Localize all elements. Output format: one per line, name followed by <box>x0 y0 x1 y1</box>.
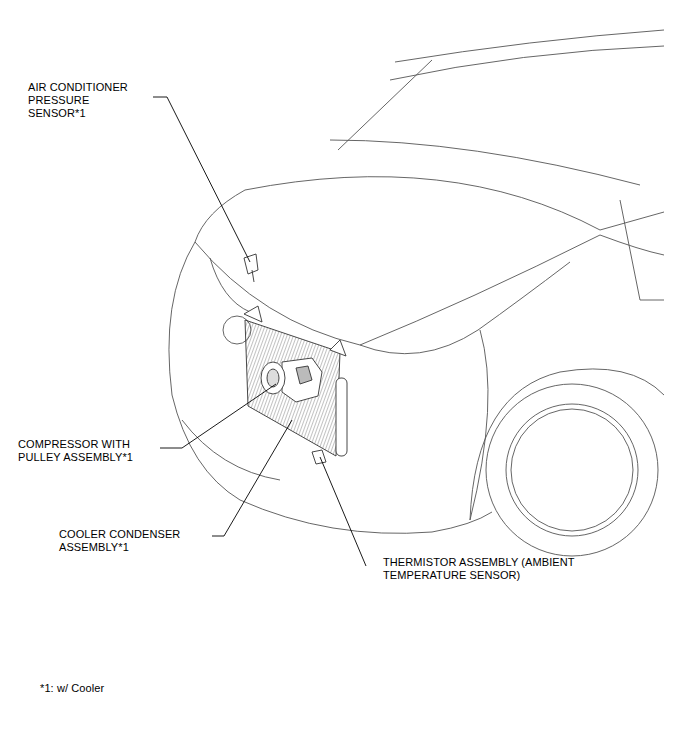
ac-components <box>336 378 347 456</box>
part-label: AIR CONDITIONER PRESSURE SENSOR*1 <box>28 81 140 120</box>
car-body <box>195 190 245 242</box>
ac-components <box>244 254 258 274</box>
car-body <box>395 30 664 62</box>
ac-components <box>244 306 262 322</box>
ac-components <box>296 366 312 384</box>
car-body <box>511 409 633 531</box>
car-body <box>470 330 488 520</box>
car-body <box>210 258 250 312</box>
car-body <box>506 404 638 536</box>
part-label: COMPRESSOR WITH PULLEY ASSEMBLY*1 <box>18 438 146 464</box>
car-body <box>245 177 664 230</box>
car-body <box>486 384 658 556</box>
car-body <box>182 420 280 480</box>
footnote: *1: w/ Cooler <box>40 682 240 695</box>
leader-lines <box>153 97 250 262</box>
part-label: COOLER CONDENSER ASSEMBLY*1 <box>59 528 187 554</box>
leader-lines <box>212 420 292 536</box>
ac-components <box>267 369 279 387</box>
ac-components <box>245 320 340 456</box>
car-body <box>620 200 664 300</box>
car-body <box>360 262 570 354</box>
ac-components <box>282 358 322 402</box>
car-body <box>330 140 640 185</box>
ac-components <box>252 270 254 282</box>
ac-components <box>312 450 326 464</box>
leader-lines <box>320 457 366 566</box>
leader-lines <box>153 97 366 566</box>
part-label: THERMISTOR ASSEMBLY (AMBIENT TEMPERATURE… <box>383 556 588 582</box>
car-body <box>338 60 432 150</box>
car-body <box>240 500 492 533</box>
ac-components <box>330 340 346 356</box>
ac-components <box>244 254 347 464</box>
ac-components <box>261 362 285 394</box>
car-body <box>390 46 664 80</box>
car-body <box>600 235 664 255</box>
car-body <box>169 30 664 556</box>
car-body <box>169 242 240 500</box>
car-body <box>470 369 664 520</box>
leader-lines <box>160 384 276 448</box>
